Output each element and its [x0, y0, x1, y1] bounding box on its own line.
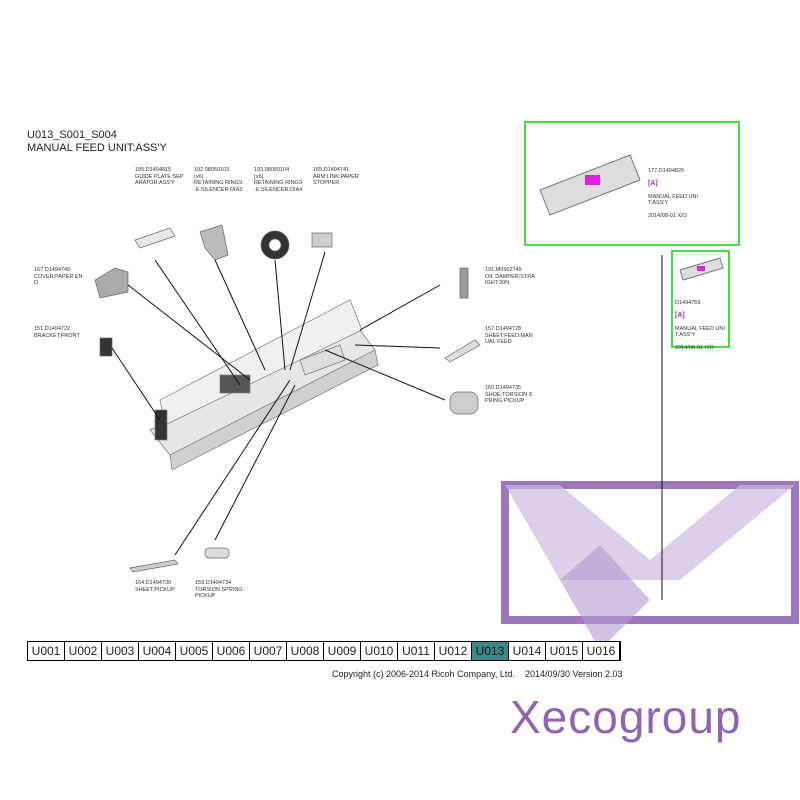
tab-u001[interactable]: U001 [28, 642, 65, 660]
tab-u015[interactable]: U015 [546, 642, 583, 660]
part-label-157[interactable]: 157.D1494728 SHEET:FEED:MAN UAL FEED [485, 326, 533, 345]
sheet-feed-part [444, 339, 481, 363]
tab-u004[interactable]: U004 [139, 642, 176, 660]
part-label-165[interactable]: 165.D1494741 ARM:LINK:PAPER STOPPER [313, 167, 359, 186]
part-label-160[interactable]: 160.D1494735 SHOE:TORSION S PRING:PICKUP [485, 385, 533, 404]
tab-u002[interactable]: U002 [65, 642, 102, 660]
copyright-text: Copyright (c) 2006-2014 Ricoh Company, L… [332, 669, 515, 679]
footer: Copyright (c) 2006-2014 Ricoh Company, L… [332, 669, 623, 679]
page-title: U013_S001_S004 MANUAL FEED UNIT:ASS'Y [27, 129, 167, 155]
diagram-title: MANUAL FEED UNIT:ASS'Y [27, 142, 167, 154]
assembly-number: 177.D1494826 [648, 167, 685, 174]
assembly-number: D1494769 [675, 299, 701, 306]
part-label-185[interactable]: 185.D1494815 GUIDE PLATE:SEP ARATOR:ASS'… [135, 167, 184, 186]
part-label-164[interactable]: 164.D1494739 SHEET:PICKUP [135, 580, 175, 593]
tab-u011[interactable]: U011 [398, 642, 435, 660]
diagram-code: U013_S001_S004 [27, 129, 117, 141]
cover-paper-end-part [94, 267, 129, 299]
assembly-box-d1494769[interactable]: D1494769 [A] MANUAL FEED UNI T:ASS'Y 201… [671, 250, 730, 351]
tab-u014[interactable]: U014 [509, 642, 546, 660]
main-assembly [149, 299, 379, 471]
assembly-name: MANUAL FEED UNI T:ASS'Y [648, 193, 698, 207]
retaining-ring-3-part [199, 224, 229, 261]
part-label-192[interactable]: 192.08050103 (x6) RETAINING RINGS -E:SIL… [194, 167, 243, 193]
assembly-name: MANUAL FEED UNI T:ASS'Y [675, 325, 725, 339]
tab-u003[interactable]: U003 [102, 642, 139, 660]
torsion-spring-part [204, 547, 230, 559]
watermark-logo [501, 481, 799, 650]
part-icons [94, 224, 481, 573]
assembly-mark: [A] [675, 311, 685, 319]
shoe-torsion-part [449, 391, 479, 415]
sheet-pickup-part [129, 559, 179, 573]
assembly-thumbnails [539, 154, 724, 281]
assembly-label: D1494769 [A] MANUAL FEED UNI T:ASS'Y 201… [675, 293, 725, 358]
assembly-box-177[interactable]: 177.D1494826 [A] MANUAL FEED UNI T:ASS'Y… [524, 121, 740, 246]
part-label-167[interactable]: 167.D1494749 COVER:PAPER EN D [34, 267, 83, 286]
assembly-mark: [A] [648, 179, 658, 187]
part-label-159[interactable]: 159.D1494734 TORSION SPRING: PICKUP [195, 580, 245, 599]
assembly-label: 177.D1494826 [A] MANUAL FEED UNI T:ASS'Y… [648, 161, 698, 226]
version-text: 2014/09/30 Version 2.03 [524, 669, 623, 679]
watermark-text: Xecogroup [510, 691, 742, 743]
tab-u009[interactable]: U009 [324, 642, 361, 660]
oil-damper-part [459, 267, 469, 299]
leader-lines [111, 251, 663, 600]
tab-u005[interactable]: U005 [176, 642, 213, 660]
tab-u007[interactable]: U007 [250, 642, 287, 660]
assembly-date: 2014/08-01 X/O [648, 213, 687, 219]
bracket-front-part [99, 337, 113, 357]
part-label-193[interactable]: 193.08050104 (x6) RETAINING RINGS -E:SIL… [254, 167, 303, 193]
arm-link-part [311, 232, 333, 248]
part-label-151[interactable]: 151.D1494722 BRACKET:FRONT [34, 326, 80, 339]
assembly-date: 2014/08-01 X/O [675, 345, 714, 351]
tab-u016[interactable]: U016 [583, 642, 620, 660]
tab-u008[interactable]: U008 [287, 642, 324, 660]
tab-u012[interactable]: U012 [435, 642, 472, 660]
tab-u013[interactable]: U013 [472, 642, 509, 660]
part-label-191[interactable]: 191.M0662749 OIL DAMPER:STRA IGHT:30N [485, 267, 535, 286]
tab-u006[interactable]: U006 [213, 642, 250, 660]
tab-u010[interactable]: U010 [361, 642, 398, 660]
guide-plate-part [134, 227, 176, 249]
